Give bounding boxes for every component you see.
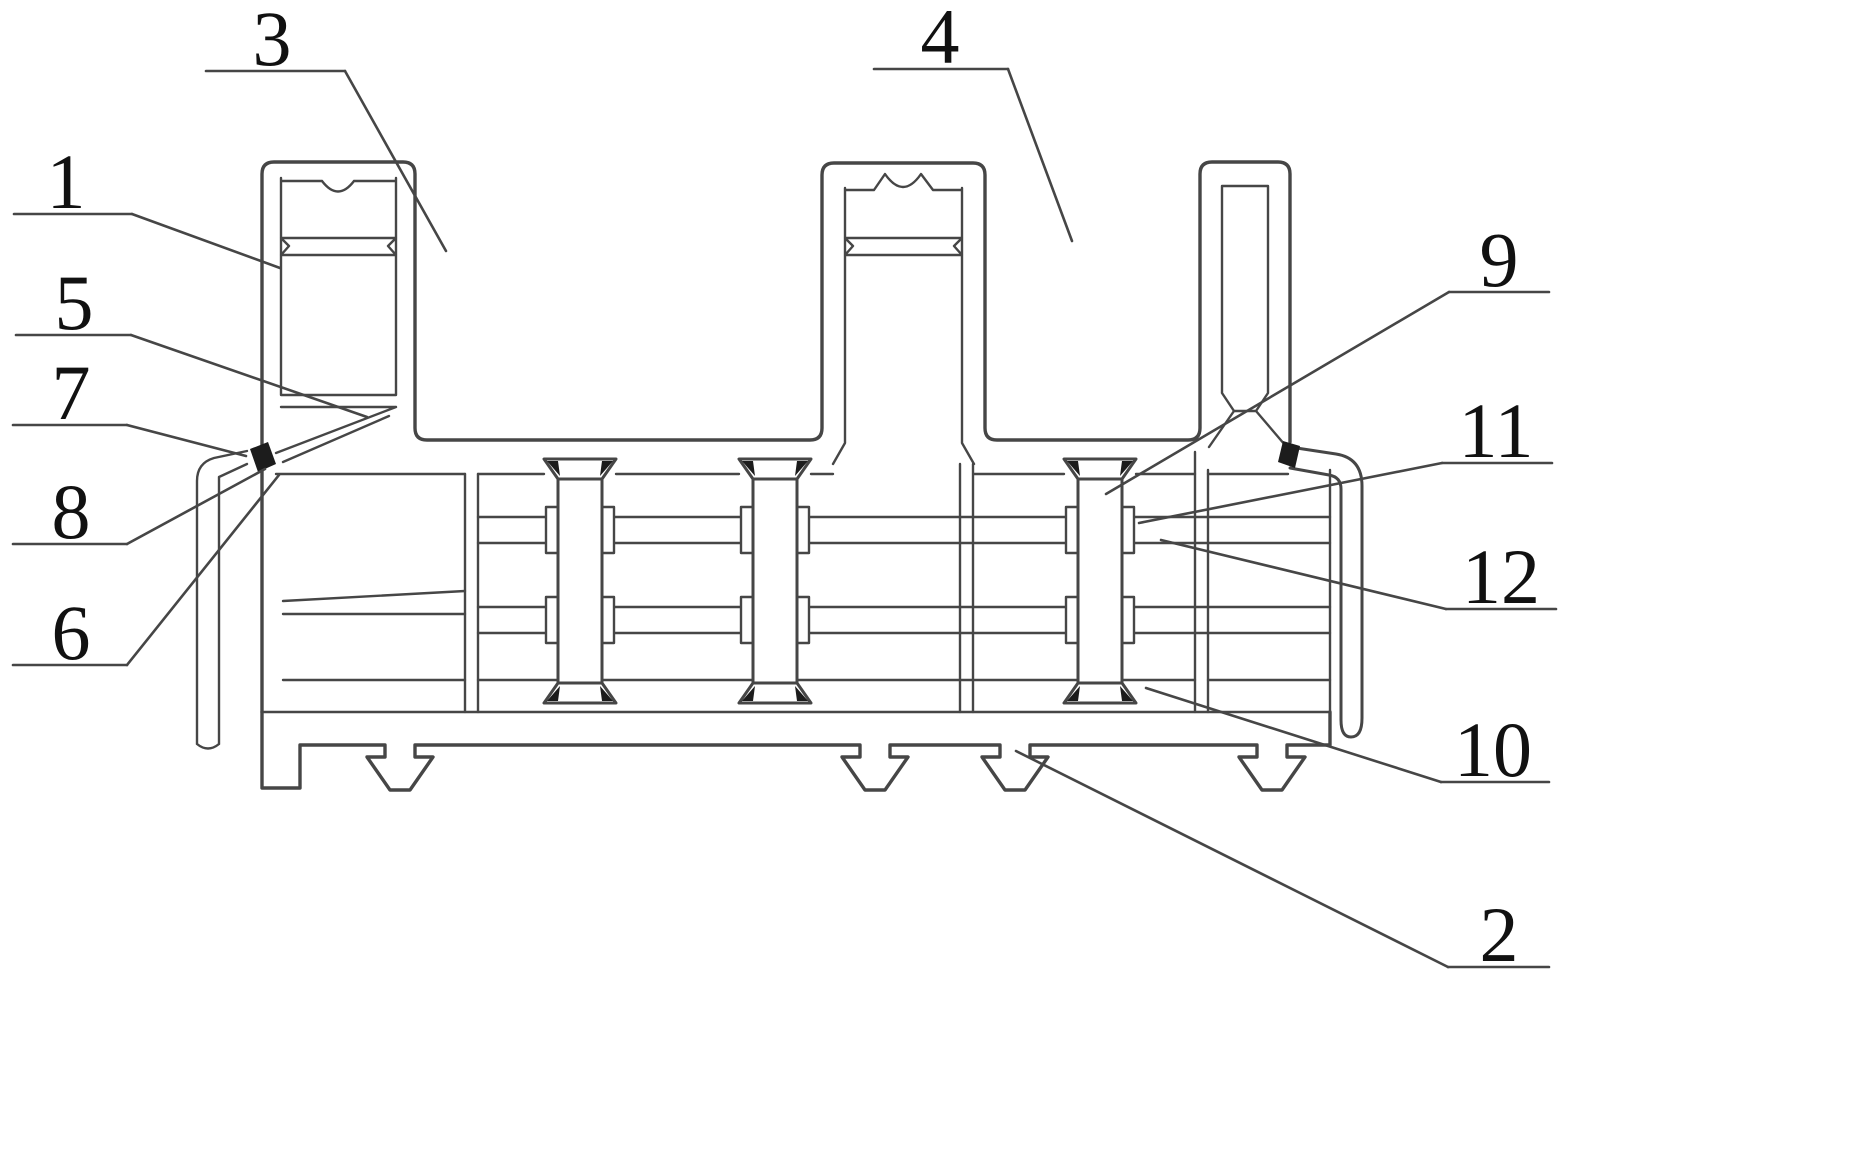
spool-body	[1076, 477, 1124, 685]
label-text: 6	[52, 589, 91, 676]
right-tower-inner	[1207, 184, 1287, 449]
ref-label-12: 12	[1159, 533, 1558, 620]
spool-body	[751, 477, 799, 685]
label-leader-line	[1006, 67, 1074, 243]
label-leader-line	[1104, 290, 1451, 496]
label-text: 5	[55, 259, 94, 346]
label-leader-line	[125, 423, 248, 458]
roller-spool-3	[1062, 457, 1138, 705]
ref-label-2: 2	[1014, 749, 1551, 978]
rod-collar	[739, 505, 755, 555]
outer-profile-path	[260, 160, 1292, 714]
label-leader-line	[343, 69, 448, 253]
left-block-ribs	[281, 589, 467, 616]
bottom-plate-path	[260, 710, 1332, 792]
rod-collars	[544, 505, 1136, 645]
rod-collar	[795, 595, 811, 645]
spool-body	[556, 477, 604, 685]
label-text: 10	[1454, 706, 1532, 793]
ref-label-6: 6	[11, 473, 281, 676]
right-seal-gasket	[1278, 441, 1300, 468]
ref-label-5: 5	[14, 259, 369, 419]
rod-collar	[600, 595, 616, 645]
label-leader-line	[125, 473, 281, 667]
rod-collar	[739, 595, 755, 645]
ref-label-10: 10	[1144, 686, 1551, 793]
ref-label-11: 11	[1137, 387, 1554, 525]
rod-lower	[476, 605, 1332, 635]
label-text: 2	[1480, 891, 1519, 978]
label-leader-line	[1137, 461, 1444, 525]
roller-spool-1	[542, 457, 618, 705]
label-text: 11	[1458, 387, 1533, 474]
left-seal-gasket	[250, 442, 276, 472]
left-strip-path	[195, 449, 249, 750]
roller-spool-2	[737, 457, 813, 705]
rod-collar	[1120, 505, 1136, 555]
rod-collar	[795, 505, 811, 555]
label-text: 12	[1462, 533, 1540, 620]
ref-label-4: 4	[872, 0, 1074, 243]
label-text: 3	[253, 0, 292, 82]
middle-tower-inner	[831, 172, 976, 466]
rod-collar	[1120, 595, 1136, 645]
ref-label-8: 8	[11, 467, 267, 555]
rod-collar	[600, 505, 616, 555]
label-leader-line	[1014, 749, 1450, 969]
rod-collar	[544, 595, 560, 645]
left-tower-inner	[274, 176, 398, 464]
chamber-walls	[463, 450, 1332, 714]
rod-upper	[476, 515, 1332, 545]
ref-label-1: 1	[12, 138, 282, 270]
label-text: 4	[921, 0, 960, 80]
rod-collar	[1064, 595, 1080, 645]
profile-drawing	[195, 160, 1364, 792]
label-text: 8	[52, 468, 91, 555]
ref-label-9: 9	[1104, 216, 1551, 496]
rod-collar	[1064, 505, 1080, 555]
label-leader-line	[1159, 538, 1448, 611]
label-leader-line	[129, 333, 369, 419]
label-text: 7	[52, 349, 91, 436]
label-text: 1	[47, 138, 86, 225]
rod-collar	[544, 505, 560, 555]
ref-label-3: 3	[204, 0, 448, 253]
label-leader-line	[130, 212, 282, 270]
label-text: 9	[1480, 216, 1519, 303]
ref-label-7: 7	[11, 349, 248, 458]
label-leader-line	[125, 467, 267, 546]
label-leader-line	[1144, 686, 1443, 784]
